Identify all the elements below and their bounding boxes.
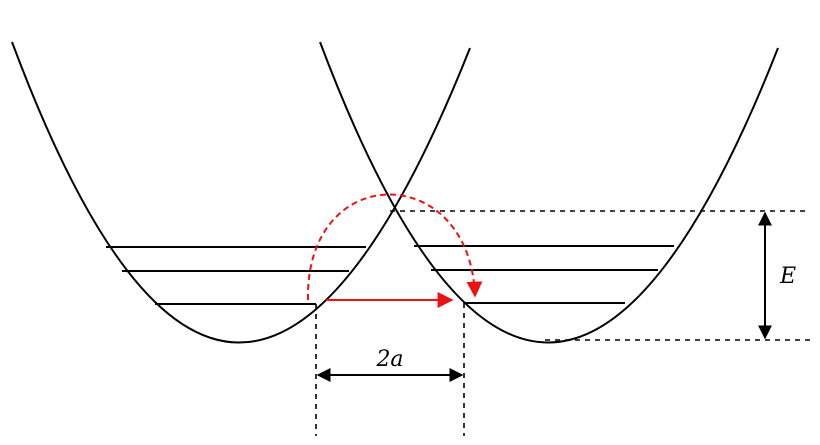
energy-label: E (779, 264, 796, 289)
over-barrier-path-arrow (306, 193, 483, 301)
distance-label: 2a (375, 347, 403, 372)
right-potential-well (319, 41, 779, 344)
left-potential-well (11, 41, 471, 344)
